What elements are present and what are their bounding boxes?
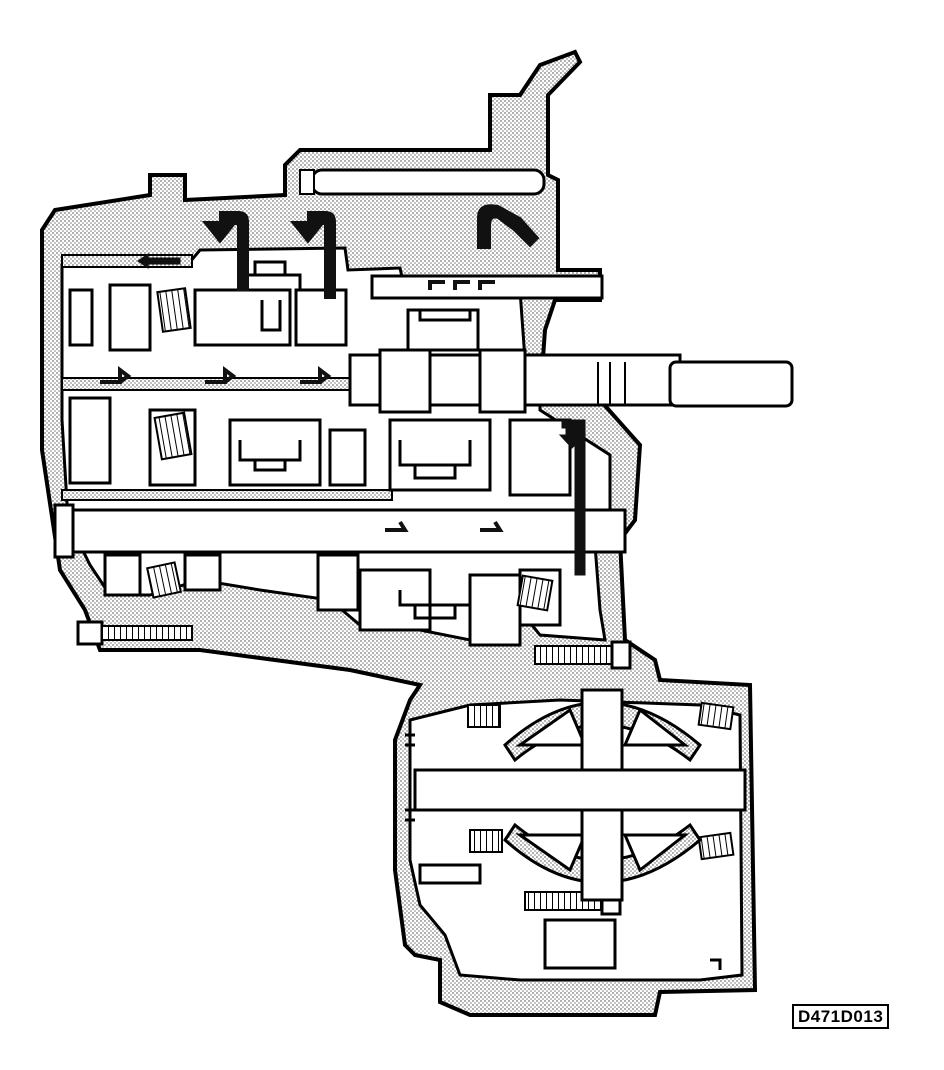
shift-rail — [299, 168, 546, 196]
figure-code-label: D471D013 — [792, 1004, 890, 1029]
output-shaft — [53, 503, 627, 559]
differential — [413, 688, 747, 970]
bolt — [76, 620, 632, 916]
input-shaft — [348, 348, 794, 414]
housing-details — [405, 733, 722, 970]
ring-gear — [543, 918, 617, 970]
bearing — [146, 287, 735, 861]
oil-flow-arrow — [100, 204, 587, 576]
case-webs — [61, 254, 604, 501]
side-gear-axis — [413, 768, 747, 812]
